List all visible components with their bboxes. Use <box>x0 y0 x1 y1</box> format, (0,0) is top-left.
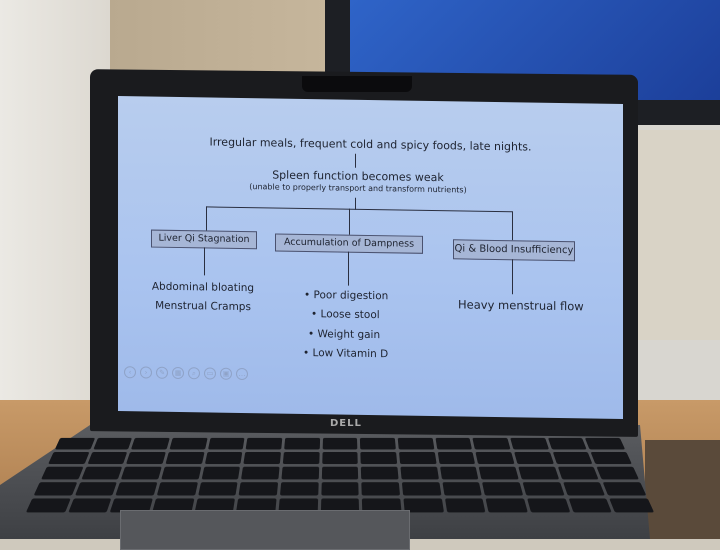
keyboard-key[interactable] <box>435 438 472 450</box>
keyboard-key[interactable] <box>241 467 279 480</box>
slideshow-toolbar: ‹ › ✎ ▦ ⌕ ▭ ▣ … <box>118 366 248 384</box>
keyboard-key[interactable] <box>442 482 482 495</box>
keyboard-key[interactable] <box>523 482 565 495</box>
laptop-logo: DELL <box>330 418 362 429</box>
keyboard-key[interactable] <box>131 438 170 450</box>
keyboard-key[interactable] <box>440 467 479 480</box>
keyboard-key[interactable] <box>205 452 243 464</box>
keyboard-key[interactable] <box>157 482 198 495</box>
branch-liver-qi: Liver Qi Stagnation <box>151 230 257 250</box>
keyboard-key[interactable] <box>585 438 625 450</box>
keyboard-key[interactable] <box>514 452 554 464</box>
keyboard-key[interactable] <box>486 498 528 512</box>
keyboard-key[interactable] <box>473 438 511 450</box>
symptom: Abdominal bloating <box>148 281 258 295</box>
keyboard-key[interactable] <box>169 438 207 450</box>
symptom: Heavy menstrual flow <box>458 297 584 313</box>
keyboard-key[interactable] <box>361 452 398 464</box>
keyboard-key[interactable] <box>246 438 282 450</box>
branch-qi-blood: Qi & Blood Insufficiency <box>453 239 575 261</box>
symptom: • Low Vitamin D <box>303 347 388 360</box>
keyboard-key[interactable] <box>48 452 89 464</box>
pen-icon[interactable]: ✎ <box>156 367 168 379</box>
keyboard-key[interactable] <box>558 467 599 480</box>
keyboard-key[interactable] <box>34 482 77 495</box>
symptom: • Poor digestion <box>304 289 388 302</box>
keyboard-key[interactable] <box>75 482 118 495</box>
keyboard-key[interactable] <box>591 452 632 464</box>
keyboard-key[interactable] <box>321 482 359 495</box>
keyboard-key[interactable] <box>548 438 587 450</box>
keyboard-key[interactable] <box>360 438 396 450</box>
keyboard-key[interactable] <box>518 467 559 480</box>
keyboard-key[interactable] <box>41 467 83 480</box>
previous-icon[interactable]: ‹ <box>124 366 136 378</box>
keyboard-key[interactable] <box>568 498 612 512</box>
keyboard-key[interactable] <box>361 467 398 480</box>
camera-icon[interactable]: ▣ <box>220 368 232 380</box>
keyboard-key[interactable] <box>165 452 204 464</box>
keyboard-key[interactable] <box>239 482 278 495</box>
keyboard-key[interactable] <box>244 452 281 464</box>
keyboard-key[interactable] <box>563 482 606 495</box>
keyboard-key[interactable] <box>552 452 592 464</box>
branch-dampness: Accumulation of Dampness <box>275 233 423 253</box>
slides-icon[interactable]: ▦ <box>172 367 184 379</box>
keyboard-key[interactable] <box>26 498 71 512</box>
cause-text: Irregular meals, frequent cold and spicy… <box>118 134 623 155</box>
keyboard-key[interactable] <box>121 467 162 480</box>
symptom: • Weight gain <box>308 328 380 341</box>
keyboard-key[interactable] <box>476 452 515 464</box>
keyboard-key[interactable] <box>527 498 570 512</box>
keyboard-key[interactable] <box>283 452 320 464</box>
keyboard-key[interactable] <box>399 452 436 464</box>
keyboard-key[interactable] <box>482 482 523 495</box>
shelf <box>632 130 720 340</box>
keyboard-key[interactable] <box>68 498 112 512</box>
keyboard[interactable] <box>20 435 661 517</box>
cloth <box>645 440 720 539</box>
keyboard-key[interactable] <box>198 482 238 495</box>
keyboard-key[interactable] <box>362 482 400 495</box>
keyboard-key[interactable] <box>400 467 438 480</box>
symptom: Menstrual Cramps <box>148 300 258 314</box>
keyboard-key[interactable] <box>402 482 441 495</box>
keyboard-key[interactable] <box>55 438 95 450</box>
keyboard-key[interactable] <box>201 467 240 480</box>
keyboard-key[interactable] <box>208 438 245 450</box>
keyboard-key[interactable] <box>510 438 549 450</box>
next-icon[interactable]: › <box>140 366 152 378</box>
keyboard-key[interactable] <box>126 452 166 464</box>
keyboard-key[interactable] <box>321 467 358 480</box>
keyboard-key[interactable] <box>93 438 132 450</box>
webcam-notch <box>302 76 412 92</box>
keyboard-key[interactable] <box>445 498 486 512</box>
zoom-icon[interactable]: ⌕ <box>188 367 200 379</box>
touchpad[interactable] <box>120 510 410 550</box>
keyboard-key[interactable] <box>284 438 320 450</box>
subtitle-icon[interactable]: ▭ <box>204 367 216 379</box>
keyboard-key[interactable] <box>597 467 639 480</box>
keyboard-key[interactable] <box>479 467 519 480</box>
keyboard-key[interactable] <box>322 438 357 450</box>
keyboard-key[interactable] <box>280 482 318 495</box>
keyboard-key[interactable] <box>161 467 201 480</box>
keyboard-key[interactable] <box>437 452 475 464</box>
keyboard-key[interactable] <box>281 467 318 480</box>
keyboard-key[interactable] <box>322 452 358 464</box>
keyboard-key[interactable] <box>603 482 646 495</box>
symptom: • Loose stool <box>311 308 380 321</box>
presentation-slide: Irregular meals, frequent cold and spicy… <box>118 96 623 419</box>
keyboard-key[interactable] <box>116 482 158 495</box>
keyboard-key[interactable] <box>87 452 127 464</box>
keyboard-key[interactable] <box>610 498 655 512</box>
more-icon[interactable]: … <box>236 368 248 380</box>
keyboard-key[interactable] <box>81 467 122 480</box>
keyboard-key[interactable] <box>398 438 434 450</box>
